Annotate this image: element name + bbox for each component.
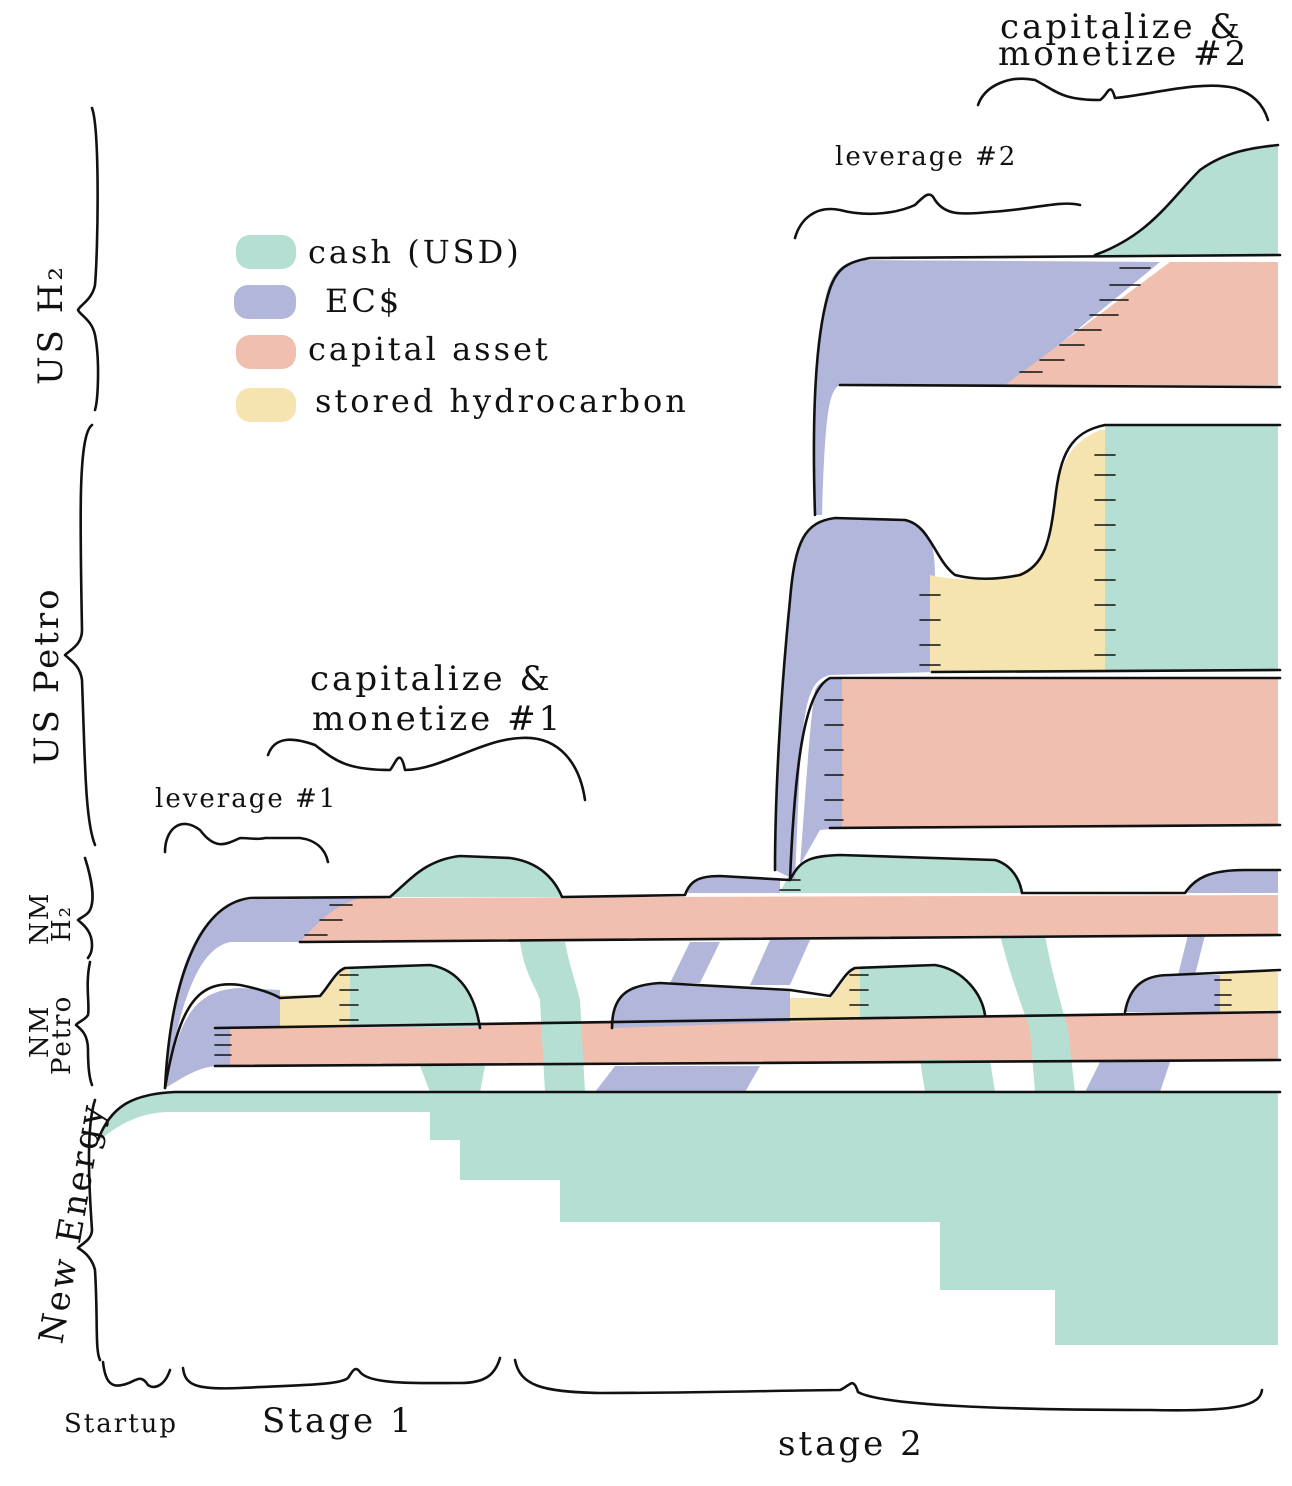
- entity-label-nm-h2-2: H₂: [47, 905, 77, 942]
- legend-label-ecd: EC$: [325, 282, 402, 320]
- stage-braces: [101, 1356, 1264, 1412]
- ecd-column-nm3: [1178, 935, 1205, 975]
- us-petro-cash: [1105, 425, 1278, 670]
- entity-label-nm-petro-2: Petro: [47, 995, 77, 1075]
- stage-label-stage1: Stage 1: [262, 1401, 415, 1441]
- nm-petro-ecd-loop3: [1125, 975, 1220, 1012]
- us-petro-ecd-stream: [775, 518, 935, 880]
- leverage2-label: leverage #2: [835, 142, 1017, 172]
- us-h2-ecd: [813, 260, 1160, 515]
- nm-petro-stored-loop1: [280, 968, 350, 1028]
- ecd-drips-b: [1085, 1062, 1170, 1092]
- us-petro-capital-block: [830, 678, 1278, 828]
- legend-label-capital: capital asset: [308, 330, 551, 368]
- nm-petro-stored-loop3: [1220, 972, 1278, 1012]
- legend-swatch-capital: [236, 335, 296, 369]
- legend-swatch-ecd: [234, 285, 296, 319]
- nm-h2-cash-bump2: [780, 855, 1022, 893]
- us-petro-stored: [930, 430, 1110, 672]
- cash-connector-d: [920, 1060, 995, 1092]
- stage-label-stage2: stage 2: [778, 1424, 925, 1464]
- leverage1-label: leverage #1: [155, 784, 337, 814]
- us-h2-cash-hill: [1095, 145, 1278, 255]
- legend: cash (USD) EC$ capital asset stored hydr…: [234, 233, 689, 422]
- nm-h2-ecd-bump2: [685, 876, 780, 893]
- legend-swatch-cash: [236, 235, 296, 269]
- ecd-drips-a: [595, 1066, 760, 1092]
- nm-h2-ecd-start: [165, 898, 360, 1085]
- legend-label-cash: cash (USD): [308, 233, 522, 271]
- entity-braces: [63, 106, 102, 1362]
- ecd-column-nm2: [750, 940, 810, 985]
- nm-petro-cash-loop1: [350, 965, 480, 1028]
- entity-label-us-h2: US H₂: [31, 264, 71, 385]
- capmon1-line2: monetize #1: [312, 699, 563, 739]
- stage-labels: Startup Stage 1 stage 2: [64, 1401, 925, 1464]
- ecd-column-nm: [670, 942, 720, 983]
- capmon2-line2: monetize #2: [998, 34, 1249, 74]
- nm-h2-ecd-bump3: [1185, 870, 1278, 893]
- cash-connector-b: [1000, 935, 1075, 1092]
- us-h2-capital: [1005, 262, 1278, 385]
- entity-labels: US H₂ US Petro NM H₂ NM Petro New Energy: [25, 264, 113, 1347]
- capmon1-line1: capitalize &: [310, 659, 553, 699]
- legend-label-stored: stored hydrocarbon: [315, 382, 689, 420]
- entity-label-us-petro: US Petro: [27, 586, 67, 765]
- nm-petro-ecd-loop1: [168, 988, 280, 1080]
- nm-petro-ecd-start: [165, 1028, 230, 1088]
- flow-outlines: [96, 143, 1282, 1142]
- nm-petro-cash-loop2: [860, 965, 985, 1020]
- stage-label-startup: Startup: [64, 1409, 178, 1439]
- capmon2-line1: capitalize &: [1000, 7, 1243, 47]
- nm-h2-cash-bump1: [390, 856, 560, 897]
- nm-h2-capital-bar: [300, 895, 1278, 942]
- entity-label-nm-petro-1: NM: [25, 1005, 55, 1058]
- cash-connector-a: [520, 942, 585, 1092]
- nm-petro-stored-loop2: [790, 968, 860, 1022]
- annotation-braces: [163, 77, 1270, 864]
- nm-petro-ecd-loop2: [612, 983, 790, 1028]
- annotation-labels: leverage #1 capitalize & monetize #1 lev…: [155, 7, 1249, 814]
- flow-areas: [100, 145, 1278, 1345]
- entity-label-new-energy: New Energy: [31, 1099, 113, 1346]
- new-energy-cash-area: [100, 1092, 1278, 1345]
- legend-swatch-stored: [236, 388, 296, 422]
- cash-connector-c: [420, 1066, 485, 1092]
- entity-label-nm-h2-1: NM: [25, 892, 55, 945]
